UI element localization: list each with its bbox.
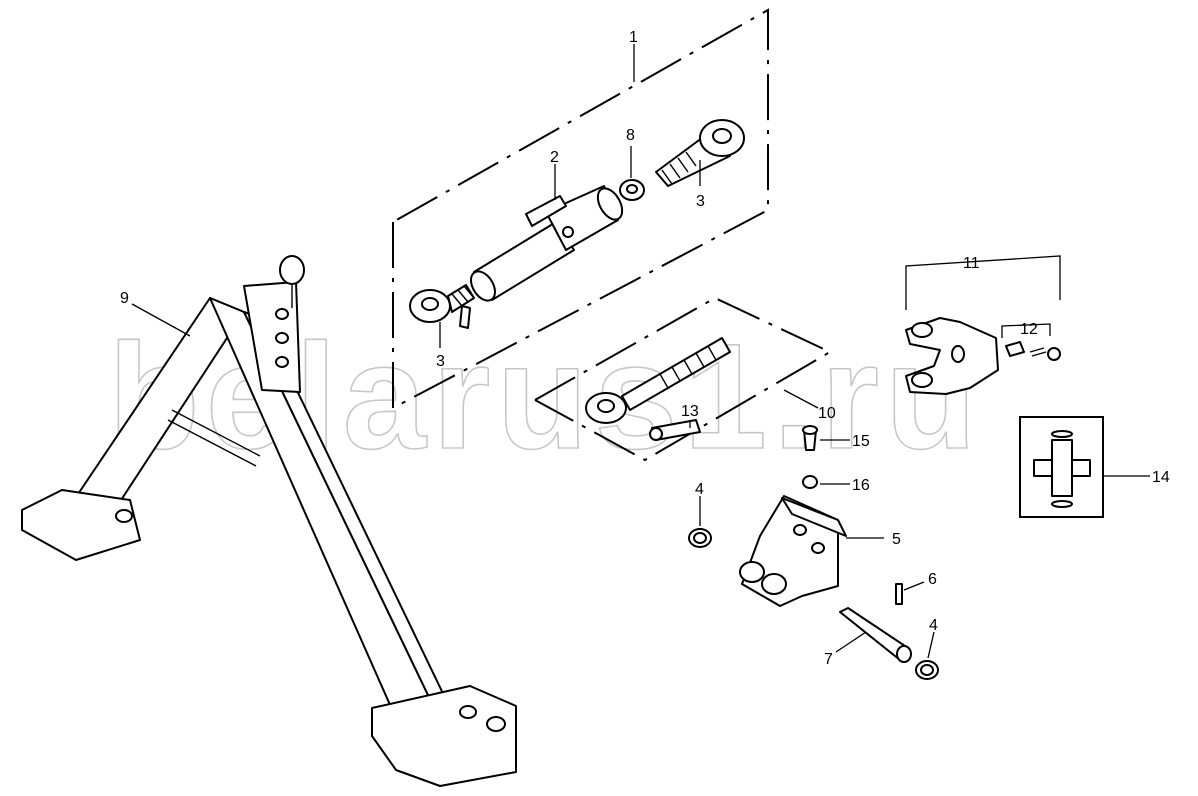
washer-right [915,660,939,680]
callout-15: 15 [852,433,870,450]
callout-2: 2 [550,149,559,166]
top-link-turnbuckle [409,185,624,329]
callout-8: 8 [626,127,635,144]
washer-left [688,528,712,548]
top-link-assembly-frame [392,8,769,410]
callout-13: 13 [681,403,699,420]
leader-12-bracket [1001,323,1051,338]
bolt-and-nut [802,425,818,489]
a-frame [21,255,517,787]
leader-11-bracket [905,255,1061,310]
hitch-pin [839,607,912,663]
callout-3-front: 3 [696,193,705,210]
callout-1: 1 [629,29,638,46]
callout-9: 9 [120,290,129,307]
front-ball-end [655,119,745,187]
cotter-pin [895,583,903,605]
ball-end-bolt-frame [534,296,833,462]
callout-14: 14 [1152,469,1170,486]
callout-4-right: 4 [929,617,938,634]
callout-7: 7 [824,651,833,668]
lock-nut [619,179,645,201]
yoke-assembly [905,317,1061,395]
callout-5: 5 [892,531,901,548]
callout-16: 16 [852,477,870,494]
leader-lines [131,44,1150,659]
callout-3-rear: 3 [436,353,445,370]
callout-6: 6 [928,571,937,588]
hitch-bracket [739,495,847,607]
callout-labels: 1 2 8 3 3 9 10 13 15 16 11 12 14 4 5 6 4… [120,29,1170,668]
callout-11: 11 [963,255,980,272]
callout-4-left: 4 [695,481,704,498]
callout-10: 10 [818,405,836,422]
callout-12: 12 [1020,321,1038,338]
cross-kit-box [1019,416,1104,518]
